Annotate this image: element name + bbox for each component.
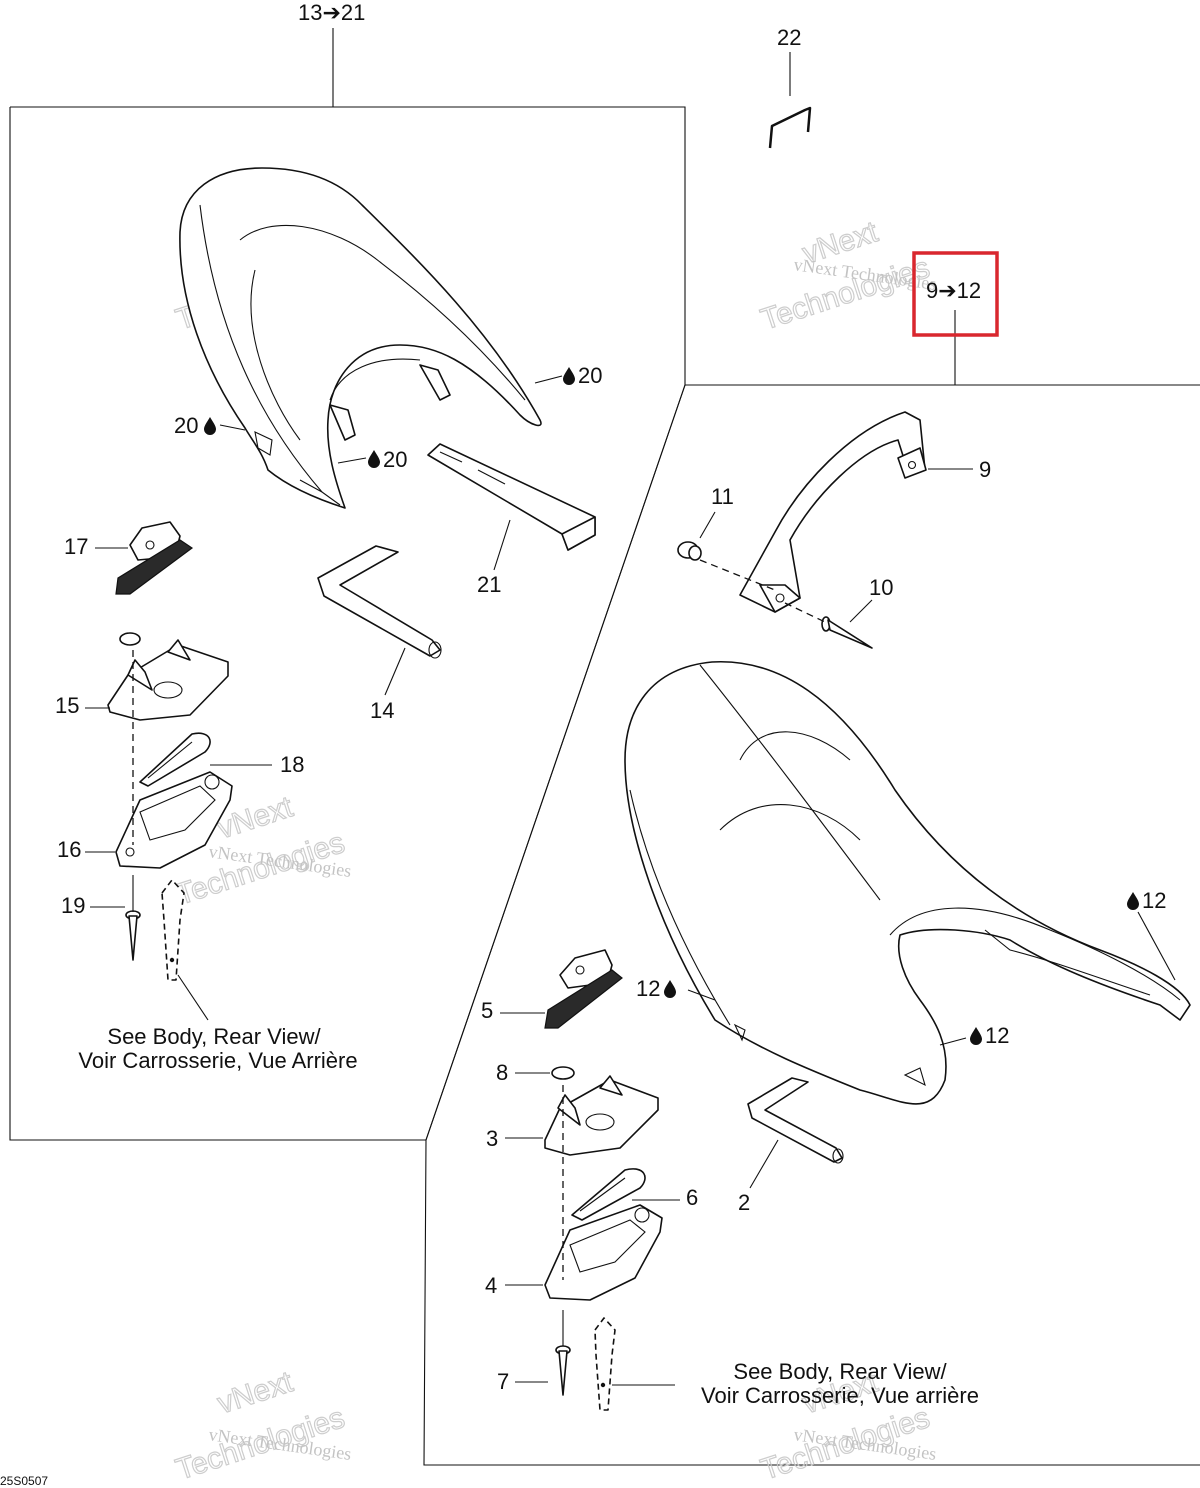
oil-drop-icon <box>368 450 380 468</box>
label-12-lower: 12 <box>985 1023 1009 1048</box>
label-7: 7 <box>497 1369 509 1394</box>
highlight-box <box>912 251 999 337</box>
label-6: 6 <box>686 1185 698 1210</box>
label-8: 8 <box>496 1060 508 1085</box>
note-right-line2: Voir Carrosserie, Vue arrière <box>701 1383 979 1408</box>
latch-housing-16 <box>115 771 233 869</box>
driver-seat <box>624 660 1191 1105</box>
rivet-7 <box>515 1310 571 1396</box>
note-left-line2: Voir Carrosserie, Vue Arrière <box>78 1048 357 1073</box>
part-labels: 13➔21 22 9➔12 20 20 20 21 17 14 15 18 16… <box>55 0 1166 1394</box>
spring-clip-6 <box>571 1168 680 1221</box>
latch-17 <box>115 521 194 595</box>
label-10: 10 <box>869 575 893 600</box>
label-9: 9 <box>979 457 991 482</box>
label-20-left: 20 <box>174 413 198 438</box>
label-20-top: 20 <box>578 363 602 388</box>
label-18: 18 <box>280 752 304 777</box>
spring-clip-18 <box>139 732 211 787</box>
screw-10 <box>784 599 873 649</box>
label-15: 15 <box>55 693 79 718</box>
oil-drop-icon <box>664 980 676 998</box>
latch-base-3 <box>505 1075 659 1156</box>
label-5: 5 <box>481 998 493 1023</box>
label-20-mid: 20 <box>383 447 407 472</box>
bracket-22 <box>768 52 812 149</box>
rivet-19 <box>125 875 141 961</box>
drawing-code: 25S0507 <box>0 1474 48 1488</box>
right-fastener-axis <box>562 1085 675 1411</box>
latch-5 <box>544 949 623 1029</box>
oil-drop-icon <box>563 367 575 385</box>
right-group-frame <box>423 310 1200 1466</box>
oil-drop-icon <box>204 417 216 435</box>
latch-housing-4 <box>505 1204 663 1301</box>
label-17: 17 <box>64 534 88 559</box>
left-fastener-axis <box>132 650 209 1021</box>
hex-key-2 <box>747 1077 844 1189</box>
oil-drop-icon <box>970 1027 982 1045</box>
grommet-11 <box>677 511 776 591</box>
latch-base-15 <box>107 632 229 721</box>
leader-lines-right <box>500 911 1176 1046</box>
label-13-21: 13➔21 <box>298 0 365 25</box>
label-2: 2 <box>738 1190 750 1215</box>
note-left-line1: See Body, Rear View/ <box>107 1024 321 1049</box>
label-11: 11 <box>711 484 734 509</box>
hex-key-14 <box>317 545 442 659</box>
label-4: 4 <box>485 1273 497 1298</box>
reference-notes: See Body, Rear View/ Voir Carrosserie, V… <box>78 1024 979 1408</box>
label-19: 19 <box>61 893 85 918</box>
label-21: 21 <box>477 572 501 597</box>
leader-lines-left <box>85 375 563 908</box>
washer-8 <box>515 1066 575 1080</box>
label-14: 14 <box>370 698 394 723</box>
seat-strap-21 <box>427 443 596 551</box>
label-12-right: 12 <box>1142 888 1166 913</box>
grab-handle-9 <box>739 411 973 613</box>
note-right-line1: See Body, Rear View/ <box>733 1359 947 1384</box>
label-3: 3 <box>486 1126 498 1151</box>
svg-text:vNext: vNext <box>214 1365 298 1420</box>
label-12-left: 12 <box>636 976 660 1001</box>
passenger-seat <box>179 167 542 509</box>
oil-drop-icon <box>1127 892 1139 910</box>
label-22: 22 <box>777 25 801 50</box>
label-16: 16 <box>57 837 81 862</box>
label-9-12: 9➔12 <box>926 278 981 303</box>
